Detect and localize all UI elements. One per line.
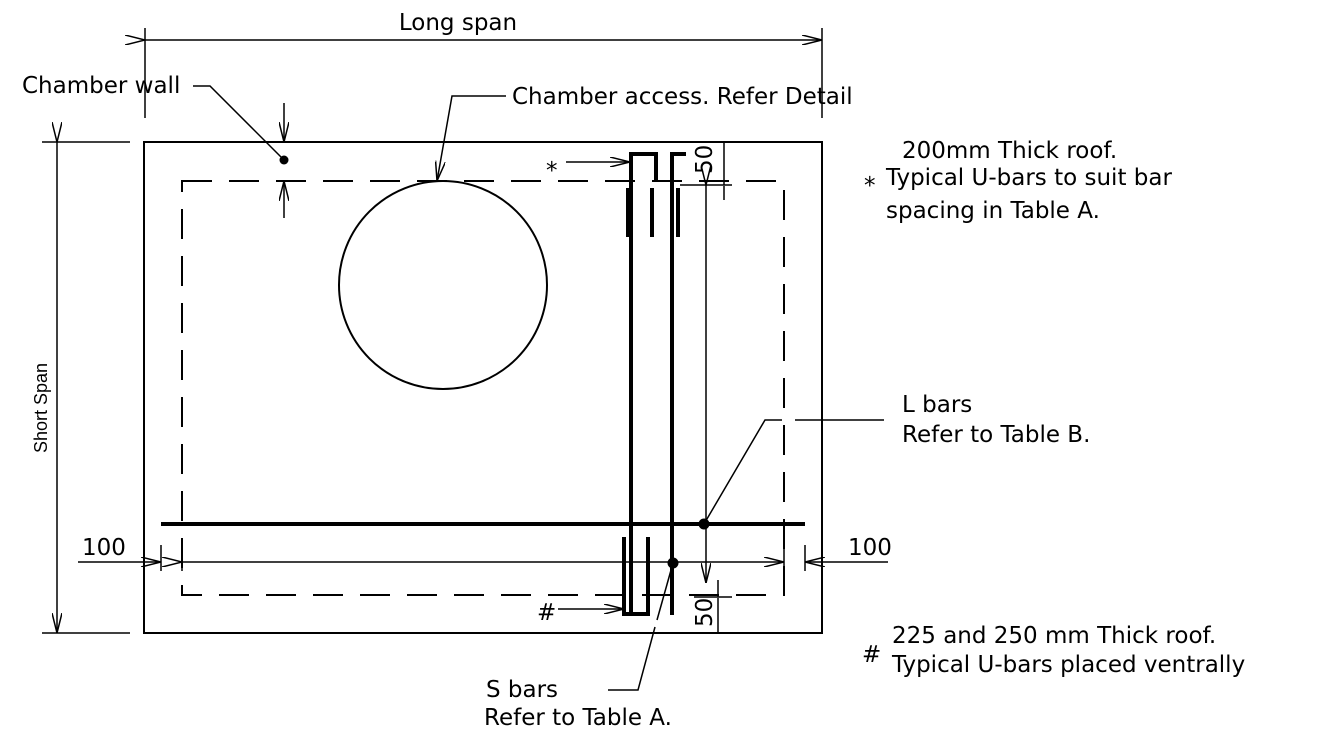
short-span-label: Short Span: [31, 363, 51, 453]
dim-top-50: 50: [692, 145, 718, 174]
chamber-access-label: Chamber access. Refer Detail: [512, 84, 853, 110]
dim-bottom-50: 50: [692, 598, 718, 627]
s-bars-annotation: S bars Refer to Table A.: [484, 557, 679, 730]
inner-wall-dashed-outline: [181, 180, 785, 596]
long-span-dimension: Long span: [145, 10, 823, 118]
cover-dimension-50: 50 50: [680, 142, 732, 633]
long-span-label: Long span: [399, 10, 517, 36]
dim-right-100: 100: [848, 535, 892, 561]
l-bars-label: L bars: [902, 392, 972, 418]
star-marker-top: *: [546, 158, 558, 184]
dim-left-100: 100: [82, 535, 126, 561]
hash-note-line1: 225 and 250 mm Thick roof.: [892, 623, 1216, 649]
l-bars-ref: Refer to Table B.: [902, 422, 1090, 448]
chamber-wall-label: Chamber wall: [22, 73, 180, 99]
chamber-access-annotation: Chamber access. Refer Detail: [437, 84, 853, 181]
roof-200-note: 200mm Thick roof.: [902, 138, 1117, 164]
star-note-line2: spacing in Table A.: [886, 198, 1100, 224]
chamber-wall-marker: [279, 155, 289, 165]
hash-note: # 225 and 250 mm Thick roof. Typical U-b…: [862, 623, 1245, 678]
star-note: 200mm Thick roof. * Typical U-bars to su…: [864, 138, 1172, 224]
hash-note-line2: Typical U-bars placed ventrally: [891, 652, 1245, 678]
star-note-symbol: *: [864, 173, 876, 199]
cover-dimension-100: 100 100: [78, 535, 892, 571]
s-bars-ref: Refer to Table A.: [484, 705, 672, 730]
s-bars-label: S bars: [486, 677, 558, 703]
chamber-outline: [143, 141, 823, 634]
u-bars-top: *: [546, 152, 686, 615]
chamber-wall-annotation: Chamber wall: [22, 73, 289, 218]
hash-marker-bottom: #: [537, 600, 556, 626]
short-span-dimension: Short Span: [31, 142, 130, 634]
chamber-access-opening: [338, 180, 548, 390]
star-note-line1: Typical U-bars to suit bar: [885, 165, 1172, 191]
l-bars-annotation: L bars Refer to Table B.: [698, 392, 1090, 530]
hash-note-symbol: #: [862, 642, 881, 668]
